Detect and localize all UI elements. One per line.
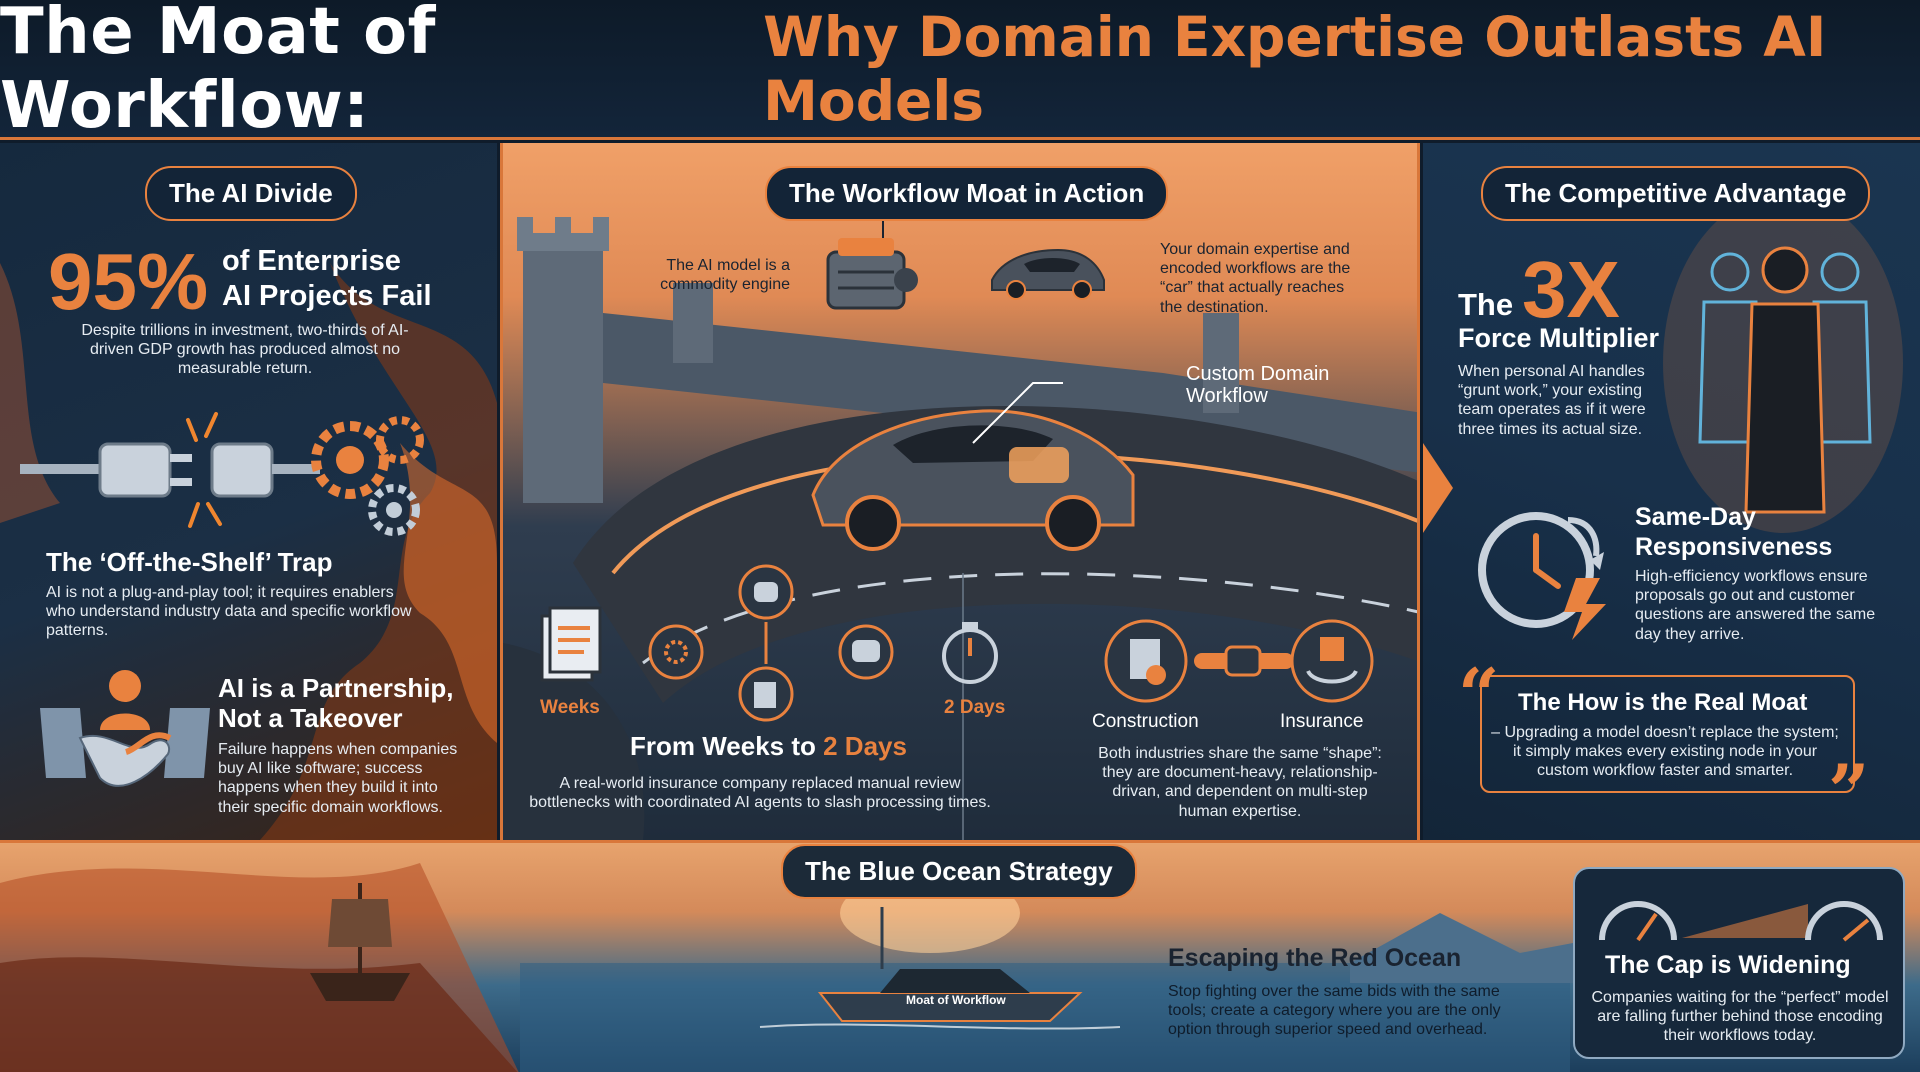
weeks-label: Weeks: [540, 697, 600, 718]
car-icon: [991, 248, 1105, 300]
engine-icon: [826, 238, 918, 310]
page-header: The Moat of Workflow: Why Domain Experti…: [0, 0, 1920, 143]
page-subtitle: Why Domain Expertise Outlasts AI Models: [763, 4, 1827, 133]
engine-caption: The AI model is a commodity engine: [660, 257, 790, 294]
process-flow-icons: [540, 564, 998, 722]
competitive-advantage-pill: The Competitive Advantage: [1481, 166, 1871, 221]
speed-body: A real-world insurance company replaced …: [529, 775, 991, 812]
gap-body: Companies waiting for the “perfect” mode…: [1591, 989, 1889, 1045]
trap-title: The ‘Off-the-Shelf’ Trap: [46, 547, 333, 577]
fail-stat-label-2: AI Projects Fail: [222, 280, 432, 312]
documents-icon: [540, 606, 602, 682]
insurance-label: Insurance: [1280, 711, 1364, 732]
workflow-moat-pill: The Workflow Moat in Action: [765, 166, 1169, 221]
plug-icon: [20, 412, 320, 528]
fail-stat-label-1: of Enterprise: [222, 245, 401, 277]
speed-title-prefix: From Weeks to: [630, 731, 824, 761]
svg-text:”: ”: [1828, 748, 1869, 833]
ai-divide-pill: The AI Divide: [145, 166, 357, 221]
escape-title: Escaping the Red Ocean: [1168, 944, 1462, 972]
sameday-body: High-efficiency workflows ensure proposa…: [1635, 568, 1876, 643]
sameday-title-1: Same-Day: [1635, 503, 1756, 531]
days-label: 2 Days: [944, 697, 1006, 718]
sameday-title-2: Responsiveness: [1635, 533, 1833, 561]
fail-stat-body: Despite trillions in investment, two-thi…: [81, 322, 409, 378]
fail-stat: 95%: [48, 237, 209, 326]
partner-body: Failure happens when companies buy AI li…: [218, 741, 458, 816]
trap-body: AI is not a plug-and-play tool; it requi…: [46, 584, 412, 640]
page-title: The Moat of Workflow:: [0, 0, 436, 143]
castle-highway-illustration: [503, 185, 1417, 840]
ai-divide-panel: [0, 143, 497, 840]
custom-workflow-callout: Custom Domain Workflow: [1186, 363, 1330, 407]
quote-body: – Upgrading a model doesn’t replace the …: [1491, 724, 1839, 780]
gap-title: The Cap is Widening: [1605, 951, 1851, 979]
flame-background: [0, 263, 497, 840]
quote-marks-icon: “ ”: [1458, 652, 1869, 833]
svg-text:“: “: [1458, 652, 1499, 737]
construction-label: Construction: [1092, 711, 1199, 732]
workflow-moat-panel: [500, 143, 1420, 840]
escape-body: Stop fighting over the same bids with th…: [1168, 983, 1501, 1039]
handshake-icon: [40, 670, 210, 787]
clock-lightning-icon: [1478, 512, 1606, 640]
quote-title: The How is the Real Moat: [1518, 689, 1808, 716]
shape-body: Both industries share the same “shape”: …: [1098, 745, 1382, 820]
gap-box: [1573, 867, 1905, 1059]
boat-label: Moat of Workflow: [906, 993, 1006, 1007]
team-silhouette-icon: [1698, 246, 1872, 514]
speedometer-icons: [1599, 901, 1883, 942]
speed-title: From Weeks to 2 Days: [630, 732, 907, 761]
ocean-illustration: [0, 863, 1573, 1072]
partner-title-1: AI is a Partnership,: [218, 673, 454, 703]
multiplier-prefix: The: [1458, 287, 1514, 322]
blue-ocean-pill: The Blue Ocean Strategy: [781, 844, 1137, 899]
industry-link-icons: [1104, 619, 1374, 703]
quote-box: [1480, 675, 1855, 793]
gears-icon: [311, 416, 424, 536]
multiplier-title: Force Multiplier: [1458, 323, 1660, 353]
partner-title-2: Not a Takeover: [218, 703, 403, 733]
multiplier-body: When personal AI handles “grunt work,” y…: [1458, 363, 1646, 438]
speed-title-value: 2 Days: [823, 731, 907, 761]
multiplier-value: 3X: [1522, 245, 1620, 334]
car-caption: Your domain expertise and encoded workfl…: [1160, 241, 1351, 316]
